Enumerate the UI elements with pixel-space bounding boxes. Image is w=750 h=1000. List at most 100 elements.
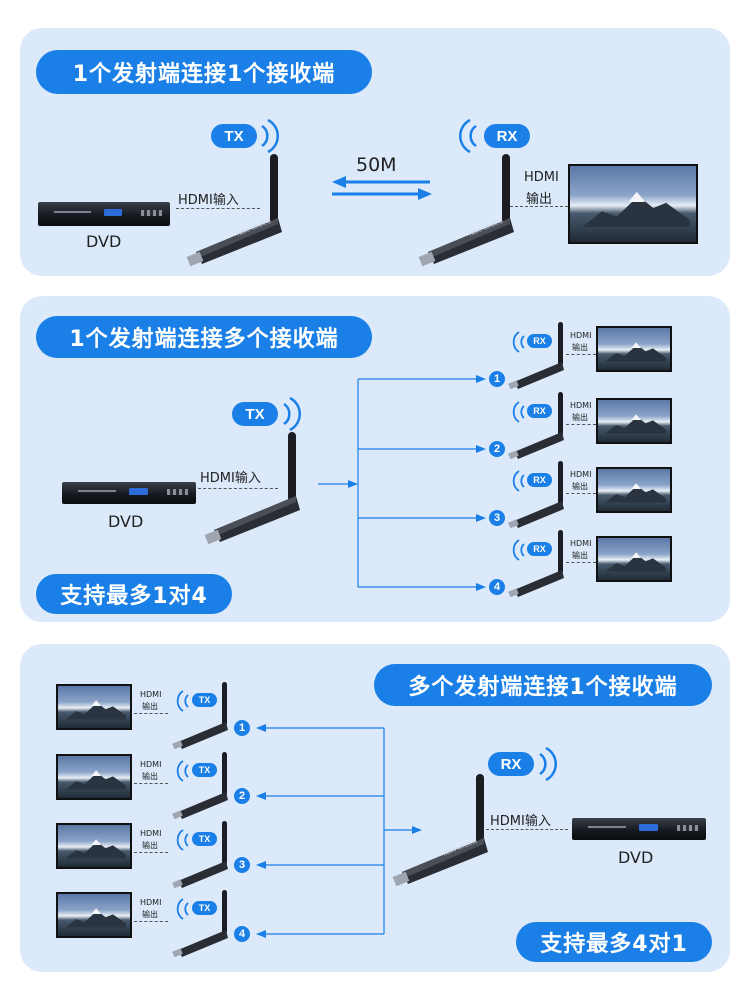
section3-title: 多个发射端连接1个接收端	[374, 664, 712, 706]
hdmi-input-line	[486, 829, 568, 830]
wifi-signal-icon	[512, 470, 525, 492]
rx-badge: RX	[527, 542, 552, 556]
hdmi-input-line	[176, 208, 260, 209]
wifi-signal-icon	[459, 118, 477, 154]
wifi-signal-icon	[176, 760, 189, 782]
tx-transmitter: HDMI Wireless	[186, 154, 282, 267]
tx-badge: TX	[232, 402, 278, 426]
hdmi-output-label: 输出	[142, 772, 158, 781]
rx-receiver	[508, 322, 564, 390]
wifi-signal-icon	[261, 118, 279, 154]
hdmi-input-label: HDMI输入	[490, 814, 551, 829]
tx-transmitter	[172, 890, 228, 958]
hdmi-output-label: 输出	[572, 482, 588, 491]
rx-badge: RX	[527, 473, 552, 487]
hdmi-input-label: HDMI输入	[200, 471, 261, 486]
hdmi-output-line	[566, 354, 596, 355]
hdmi-output-line	[510, 206, 568, 207]
tx-badge: TX	[211, 124, 257, 148]
rx-badge: RX	[527, 334, 552, 348]
television	[56, 823, 132, 869]
hdmi-output-line	[134, 852, 168, 853]
tx-transmitter	[204, 432, 300, 545]
television	[56, 892, 132, 938]
transmitter-number: 2	[234, 788, 250, 804]
hdmi-output-label: HDMI	[140, 760, 162, 769]
wifi-signal-icon	[176, 898, 189, 920]
wifi-signal-icon	[512, 539, 525, 561]
tx-badge: TX	[192, 901, 217, 915]
rx-badge: RX	[484, 124, 530, 148]
receiver-number: 4	[489, 579, 505, 595]
dvd-label: DVD	[86, 232, 122, 251]
hdmi-output-label: HDMI	[570, 401, 592, 410]
dvd-label: DVD	[618, 848, 654, 867]
hdmi-output-label: 输出	[572, 413, 588, 422]
wifi-signal-icon	[512, 401, 525, 423]
hdmi-output-label: HDMI	[570, 470, 592, 479]
television	[56, 754, 132, 800]
hdmi-output-line	[134, 713, 168, 714]
section2-footer: 支持最多1对4	[36, 574, 232, 614]
hdmi-output-label: 输出	[572, 551, 588, 560]
section1-title: 1个发射端连接1个接收端	[36, 50, 372, 94]
wifi-signal-icon	[283, 396, 301, 432]
hdmi-output-label: 输出	[142, 841, 158, 850]
rx-receiver	[508, 392, 564, 460]
dvd-label: DVD	[108, 512, 144, 531]
hdmi-output-line	[566, 562, 596, 563]
section3-footer: 支持最多4对1	[516, 922, 712, 962]
hdmi-output-label: HDMI	[570, 539, 592, 548]
tx-transmitter	[172, 752, 228, 820]
hdmi-output-label: 输出	[526, 192, 553, 207]
hdmi-output-label: HDMI	[140, 898, 162, 907]
transmitter-number: 1	[234, 720, 250, 736]
transmitter-number: 4	[234, 926, 250, 942]
bidirectional-arrow-icon	[332, 176, 432, 200]
dvd-player	[62, 482, 196, 504]
hdmi-output-label: HDMI	[524, 170, 559, 185]
tx-badge: TX	[192, 693, 217, 707]
rx-receiver	[508, 530, 564, 598]
television	[596, 398, 672, 444]
hdmi-output-line	[566, 424, 596, 425]
rx-badge: RX	[527, 404, 552, 418]
television	[568, 164, 698, 244]
distance-label: 50M	[356, 154, 397, 176]
hdmi-input-label: HDMI输入	[178, 193, 239, 208]
hdmi-output-label: 输出	[142, 910, 158, 919]
section2-title: 1个发射端连接多个接收端	[36, 316, 372, 358]
hdmi-output-line	[566, 493, 596, 494]
receiver-number: 2	[489, 441, 505, 457]
rx-receiver: HDMI Wireless	[418, 154, 514, 267]
hdmi-output-line	[134, 921, 168, 922]
wifi-signal-icon	[539, 746, 557, 782]
television	[596, 536, 672, 582]
receiver-number: 1	[489, 371, 505, 387]
hdmi-output-label: HDMI	[570, 331, 592, 340]
television	[596, 467, 672, 513]
television	[596, 326, 672, 372]
rx-receiver	[508, 461, 564, 529]
hdmi-output-label: 输出	[572, 343, 588, 352]
hdmi-output-label: 输出	[142, 702, 158, 711]
dvd-player	[572, 818, 706, 840]
tx-transmitter	[172, 682, 228, 750]
wifi-signal-icon	[176, 690, 189, 712]
wifi-signal-icon	[176, 829, 189, 851]
hdmi-output-label: HDMI	[140, 690, 162, 699]
hdmi-input-line	[198, 488, 278, 489]
dvd-player	[38, 202, 170, 226]
tx-badge: TX	[192, 763, 217, 777]
wifi-signal-icon	[512, 331, 525, 353]
receiver-number: 3	[489, 510, 505, 526]
tx-transmitter	[172, 821, 228, 889]
tx-badge: TX	[192, 832, 217, 846]
rx-receiver: HDMI Wireless	[392, 774, 488, 887]
hdmi-output-line	[134, 783, 168, 784]
rx-badge: RX	[488, 752, 534, 776]
hdmi-output-label: HDMI	[140, 829, 162, 838]
television	[56, 684, 132, 730]
